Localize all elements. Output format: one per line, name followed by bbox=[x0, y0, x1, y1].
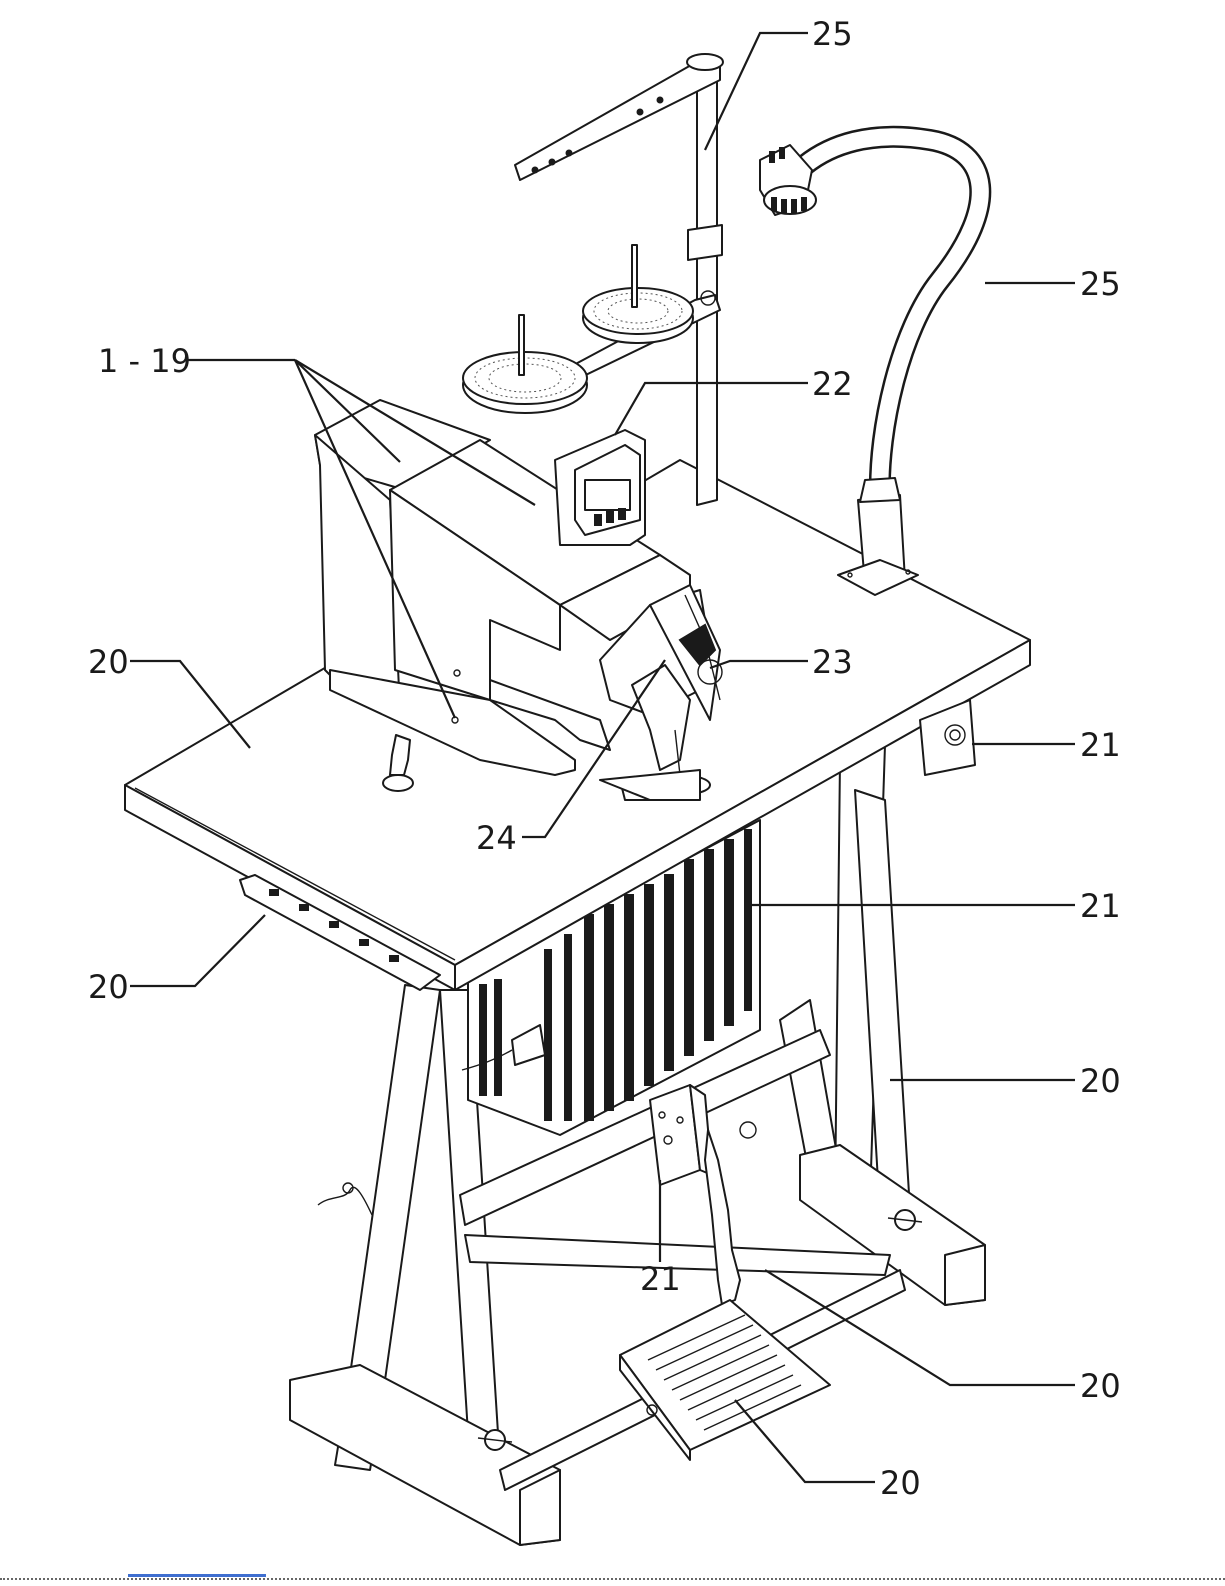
label-20-right: 20 bbox=[1080, 1062, 1121, 1100]
thread-stand bbox=[463, 54, 723, 505]
label-25-right: 25 bbox=[1080, 265, 1121, 303]
label-21-bottom: 21 bbox=[640, 1260, 681, 1298]
control-panel bbox=[555, 430, 645, 545]
label-21-top: 21 bbox=[1080, 726, 1121, 764]
label-20-left: 20 bbox=[88, 968, 129, 1006]
label-1-19: 1 - 19 bbox=[98, 342, 191, 380]
label-22: 22 bbox=[812, 365, 853, 403]
label-20-lower: 20 bbox=[1080, 1367, 1121, 1405]
label-24: 24 bbox=[476, 819, 517, 857]
page-link-underline[interactable] bbox=[128, 1574, 266, 1577]
label-20-top: 20 bbox=[88, 643, 129, 681]
label-21-mid: 21 bbox=[1080, 887, 1121, 925]
label-23: 23 bbox=[812, 643, 853, 681]
label-25-top: 25 bbox=[812, 15, 853, 53]
label-20-bottom: 20 bbox=[880, 1464, 921, 1502]
